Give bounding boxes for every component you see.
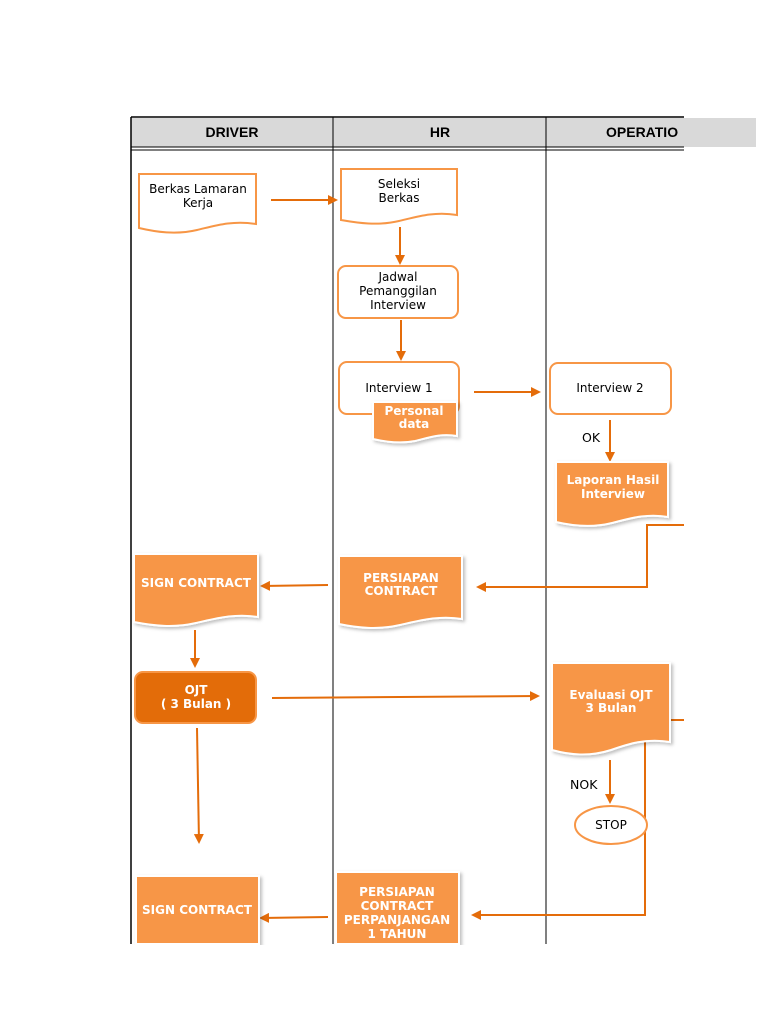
node-label-line: STOP [595, 818, 627, 832]
node-label-line: Seleksi [378, 177, 420, 191]
node-label-line: CONTRACT [361, 899, 435, 913]
node-persiapan-perpanjangan: PERSIAPAN CONTRACT PERPANJANGAN 1 TAHUN [335, 871, 460, 945]
node-label-line: Evaluasi OJT [569, 688, 653, 702]
arrow-ojt-to-evaluasi [271, 691, 540, 702]
right-edge-mask [684, 150, 768, 1024]
node-evaluasi-ojt: Evaluasi OJT 3 Bulan [551, 662, 671, 756]
node-jadwal-pemanggilan-interview: Jadwal Pemanggilan Interview [337, 265, 459, 319]
node-label-line: Berkas Lamaran [149, 182, 247, 196]
node-ojt: OJT ( 3 Bulan ) [134, 671, 257, 724]
node-personal-data: Personal data [372, 401, 458, 444]
node-label-line: Laporan Hasil [567, 473, 660, 487]
node-label-line: Interview [581, 487, 645, 501]
node-interview-2: Interview 2 [549, 362, 672, 415]
node-stop: STOP [574, 805, 648, 845]
lane-header: DRIVER HR OPERATIO [131, 100, 768, 151]
edge-label-ok: OK [582, 430, 601, 445]
node-label-line: 1 TAHUN [368, 927, 427, 941]
node-label-line: Interview [370, 298, 426, 312]
arrow-laporan-to-persiapan [476, 524, 684, 592]
node-label-line: Interview 1 [365, 381, 432, 395]
node-sign-contract-2: SIGN CONTRACT [135, 875, 260, 945]
node-sign-contract-1: SIGN CONTRACT [133, 553, 259, 627]
node-label-line: Kerja [183, 196, 213, 210]
node-label-line: ( 3 Bulan ) [161, 697, 231, 711]
arrow-persiapan-to-sign [260, 580, 329, 591]
bottom-edge-mask [0, 945, 768, 1024]
node-label-line: PERSIAPAN [359, 885, 435, 899]
node-label-line: PERPANJANGAN [344, 913, 450, 927]
node-label-line: data [399, 417, 430, 431]
node-label-line: Pemanggilan [359, 284, 437, 298]
arrow-perpanjangan-to-sign [259, 912, 329, 923]
lane-label-driver: DRIVER [206, 124, 259, 140]
node-label-line: Berkas [379, 191, 420, 205]
node-label-line: Interview 2 [576, 381, 643, 395]
node-laporan-hasil-interview: Laporan Hasil Interview [555, 461, 669, 527]
node-label-line: OJT [185, 683, 209, 697]
node-seleksi-berkas: Seleksi Berkas [340, 168, 458, 225]
arrow-ojt-down [193, 727, 204, 844]
node-label-line: PERSIAPAN [363, 571, 439, 585]
lane-label-operations: OPERATIO [606, 124, 678, 140]
node-label-line: Jadwal [377, 270, 417, 284]
edge-label-nok: NOK [570, 777, 598, 792]
lane-label-hr: HR [430, 124, 450, 140]
node-label-line: 3 Bulan [586, 701, 637, 715]
node-label-line: SIGN CONTRACT [142, 903, 253, 917]
node-persiapan-contract: PERSIAPAN CONTRACT [338, 555, 463, 629]
node-label-line: Personal [385, 404, 444, 418]
lane-dividers [130, 117, 547, 944]
node-label-line: SIGN CONTRACT [141, 576, 252, 590]
node-berkas-lamaran-kerja: Berkas Lamaran Kerja [138, 173, 257, 234]
node-label-line: CONTRACT [365, 584, 439, 598]
